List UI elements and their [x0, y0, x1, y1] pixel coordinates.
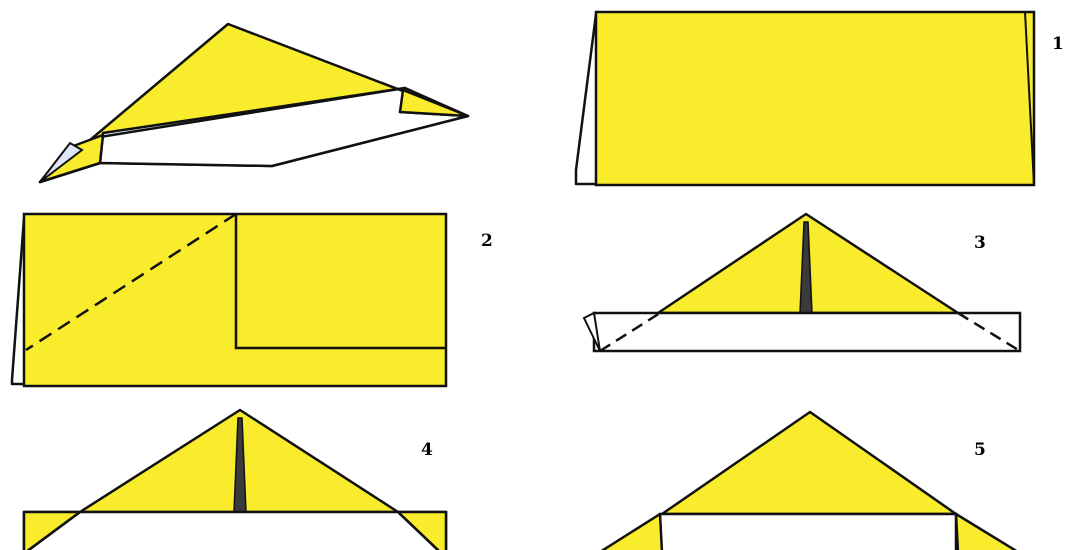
step-5-left-flap	[600, 514, 662, 550]
step-5-white-band	[660, 514, 956, 550]
step-3-white-band	[594, 313, 1020, 351]
step-2-label: 2	[481, 231, 493, 251]
finished-hat-figure	[40, 24, 468, 182]
step-3-label: 3	[974, 233, 986, 253]
step-5-right-flap	[956, 514, 1018, 550]
step-5-yellow-triangle	[662, 412, 956, 514]
step-1-front-layer	[596, 12, 1034, 185]
step-2-figure	[12, 214, 446, 386]
step-4-white-band	[24, 512, 446, 550]
step-1-label: 1	[1052, 34, 1064, 54]
step-5-label: 5	[974, 440, 986, 460]
finished-hat-right-tip	[400, 90, 468, 116]
step-4-figure	[24, 410, 446, 550]
step-1-figure	[576, 12, 1034, 185]
step-3-figure	[584, 214, 1020, 351]
step-4-label: 4	[421, 440, 433, 460]
step-5-figure	[600, 412, 1018, 550]
